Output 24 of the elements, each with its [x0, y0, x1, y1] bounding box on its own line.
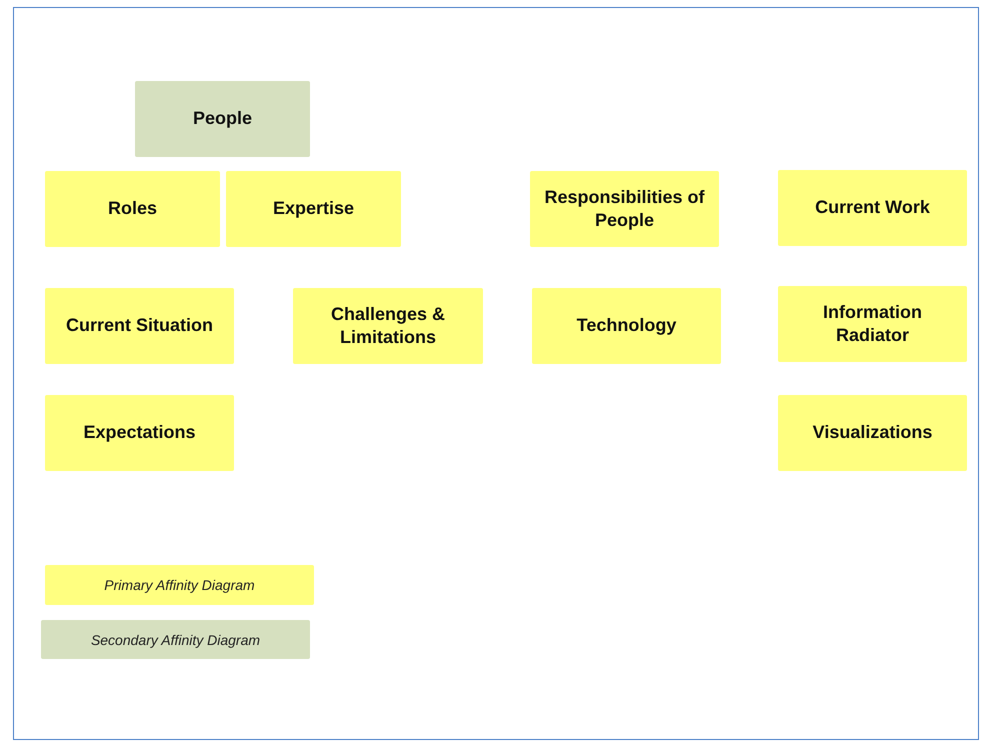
note-text: Roles [108, 197, 158, 220]
note-text: Expertise [272, 197, 354, 220]
sticky-note [778, 395, 967, 471]
note-text: Expectations [83, 421, 196, 444]
legend-text: Primary Affinity Diagram [104, 577, 255, 593]
note-text: Information Radiator [822, 300, 923, 347]
sticky-note [778, 170, 967, 246]
legend-text: Secondary Affinity Diagram [90, 632, 260, 648]
note-text: Visualizations [812, 421, 932, 444]
sticky-note [45, 171, 220, 247]
note-text: Current Situation [66, 314, 213, 338]
sticky-note [45, 288, 234, 364]
note-text: Responsibilities of People [543, 186, 706, 232]
note-text: Current Work [815, 196, 930, 220]
note-text: Challenges & Limitations [330, 302, 446, 349]
sticky-note [532, 288, 721, 364]
note-text: Technology [576, 314, 676, 338]
sticky-note [293, 288, 483, 364]
sticky-note [135, 81, 310, 157]
sticky-note [226, 171, 401, 247]
sticky-note [530, 171, 719, 247]
note-text: People [192, 107, 252, 130]
sticky-note [778, 286, 967, 362]
sticky-note [45, 395, 234, 471]
